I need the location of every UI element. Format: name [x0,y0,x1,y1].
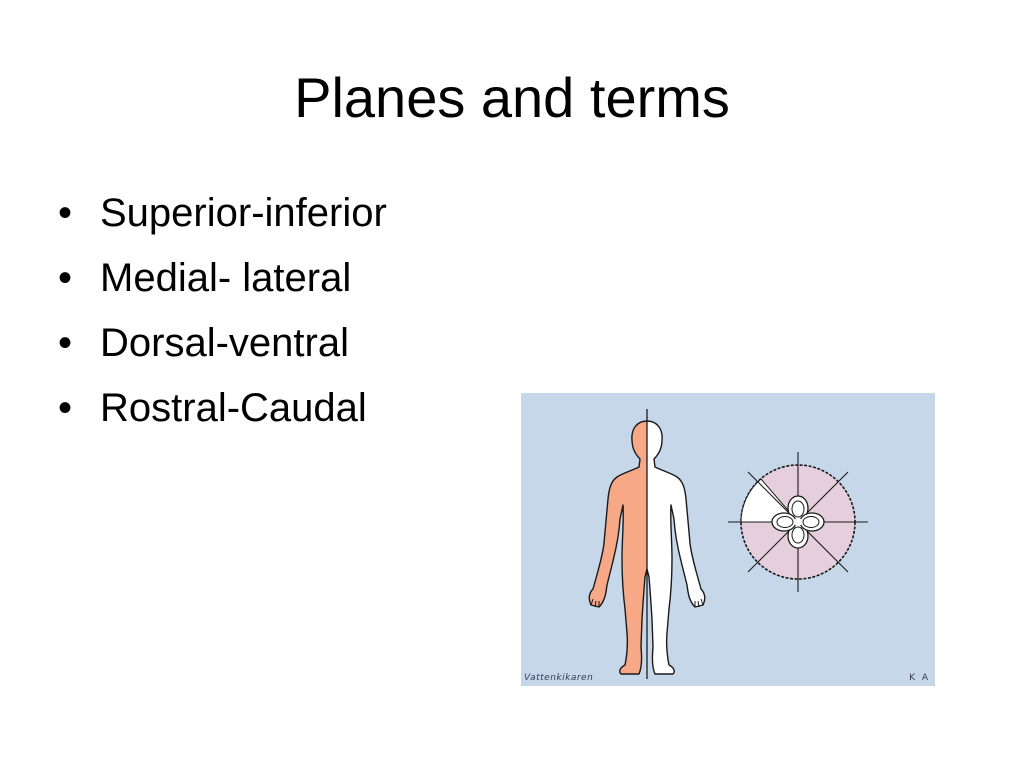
bullet-text: Rostral-Caudal [100,386,367,430]
figure-caption-initials: K A [909,673,930,683]
bullet-text: Dorsal-ventral [100,321,349,365]
bullet-icon: • [58,386,73,430]
anatomy-planes-illustration [588,409,868,679]
slide-title: Planes and terms [294,66,730,129]
bullet-icon: • [58,321,73,365]
cross-section-disc [728,452,868,592]
bullet-item: • Dorsal-ventral [58,318,387,368]
bullet-icon: • [58,256,73,300]
bullet-list: • Superior-inferior • Medial- lateral • … [58,188,387,448]
bullet-text: Medial- lateral [100,256,352,300]
bullet-item: • Medial- lateral [58,253,387,303]
bullet-icon: • [58,191,73,235]
bullet-item: • Superior-inferior [58,188,387,238]
bullet-text: Superior-inferior [100,191,387,235]
anatomy-planes-figure: Vattenkikaren K A [521,393,935,686]
figure-caption-source: Vattenkikaren [524,673,594,683]
bullet-item: • Rostral-Caudal [58,383,387,433]
